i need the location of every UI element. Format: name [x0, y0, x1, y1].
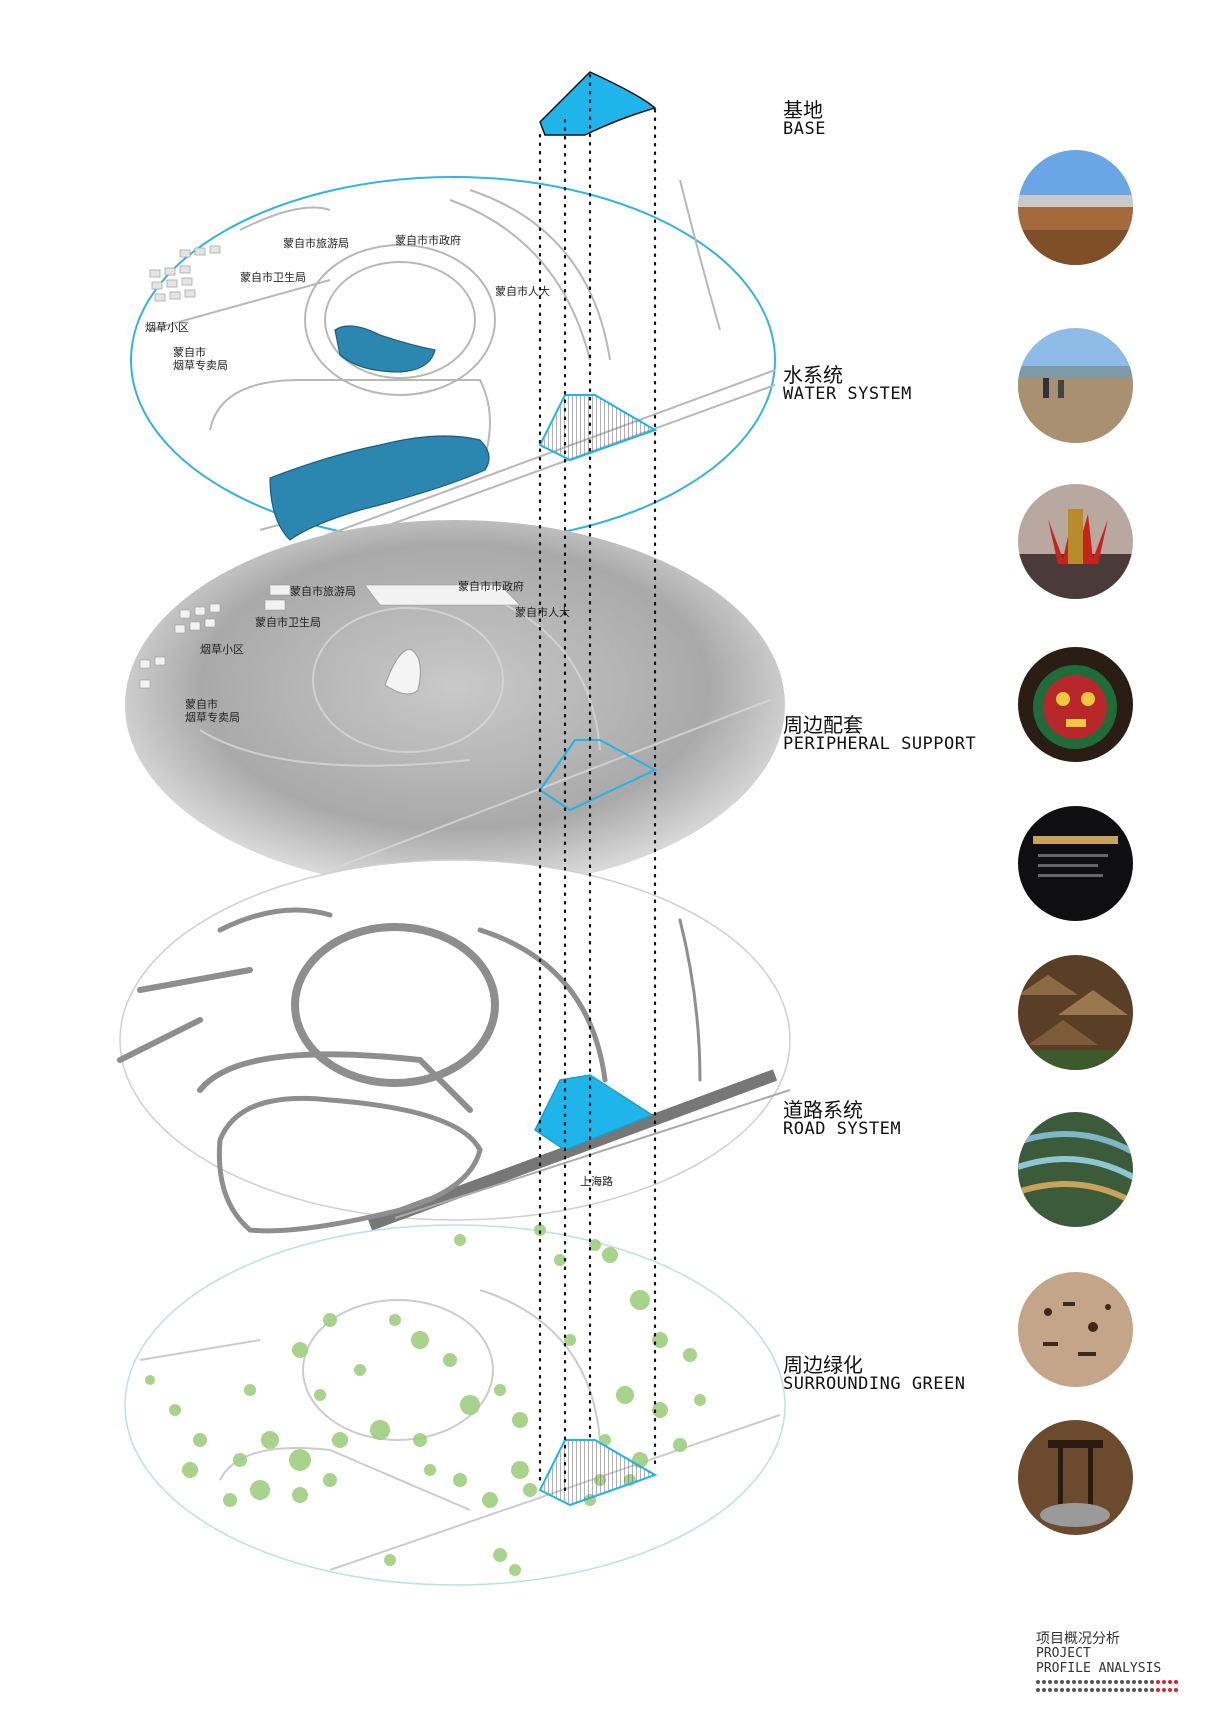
label-tourism-2: 蒙自市旅游局	[290, 584, 356, 598]
exhibit-board-photo	[1018, 806, 1133, 921]
footer: 项目概况分析 PROJECT PROFILE ANALYSIS	[1036, 1631, 1178, 1692]
label-road-system-en: ROAD SYSTEM	[783, 1119, 902, 1139]
label-peripheral-support-zh: 周边配套	[783, 713, 863, 737]
label-tourism: 蒙自市旅游局	[283, 236, 349, 250]
rock-art-photo	[1018, 1272, 1133, 1387]
label-peripheral-support: 周边配套 PERIPHERAL SUPPORT	[783, 715, 976, 754]
footer-title-en-line2: PROFILE ANALYSIS	[1036, 1660, 1162, 1676]
label-water-system-zh: 水系统	[783, 363, 843, 387]
water-system-layer: 蒙自市旅游局 蒙自市市政府 蒙自市卫生局 蒙自市人大 烟草小区 蒙自市 烟草专卖…	[130, 176, 776, 551]
building-blocks	[149, 245, 221, 302]
label-water-system-en: WATER SYSTEM	[783, 384, 912, 404]
lower-lake	[269, 435, 490, 541]
landscape-photo	[1018, 150, 1133, 265]
terraces-photo	[1018, 1112, 1133, 1227]
label-tobacco-bureau-2-line1: 蒙自市	[185, 697, 218, 711]
label-government: 蒙自市市政府	[395, 233, 461, 247]
label-road-system-zh: 道路系统	[783, 1098, 863, 1122]
label-water-system: 水系统 WATER SYSTEM	[783, 365, 912, 404]
label-base-en: BASE	[783, 119, 826, 139]
label-road-system: 道路系统 ROAD SYSTEM	[783, 1100, 901, 1139]
label-shanghai-road: 上海路	[580, 1174, 613, 1188]
footer-title-zh: 项目概况分析	[1036, 1631, 1120, 1647]
label-surrounding-green: 周边绿化 SURROUNDING GREEN	[783, 1355, 966, 1394]
monument-shape	[384, 648, 421, 695]
label-tobacco-community-2: 烟草小区	[200, 642, 244, 656]
label-base: 基地 BASE	[783, 100, 826, 139]
label-base-zh: 基地	[783, 98, 823, 122]
footer-title-en-line1: PROJECT	[1036, 1646, 1091, 1662]
label-tobacco-community: 烟草小区	[145, 320, 189, 334]
peripheral-support-layer: 蒙自市旅游局 蒙自市市政府 蒙自市卫生局 蒙自市人大 烟草小区 蒙自市 烟草专卖…	[125, 520, 785, 890]
label-tobacco-bureau-2-line2: 烟草专卖局	[185, 710, 240, 724]
label-tobacco-bureau-line1: 蒙自市	[173, 345, 206, 359]
monument-photo	[1018, 484, 1133, 599]
water-site-outline	[538, 394, 658, 462]
label-health: 蒙自市卫生局	[240, 270, 306, 284]
green-site-outline	[538, 1439, 658, 1507]
label-surrounding-green-en: SURROUNDING GREEN	[783, 1374, 966, 1394]
upper-lake	[334, 325, 436, 373]
field-photo	[1018, 328, 1133, 443]
footer-dots-row2	[1036, 1687, 1178, 1692]
footer-dots	[1036, 1679, 1178, 1684]
label-congress: 蒙自市人大	[495, 284, 550, 298]
mask-art-photo	[1018, 647, 1133, 762]
sculpture-photo	[1018, 1420, 1133, 1535]
label-health-2: 蒙自市卫生局	[255, 615, 321, 629]
village-photo	[1018, 955, 1133, 1070]
label-government-2: 蒙自市市政府	[458, 579, 524, 593]
label-congress-2: 蒙自市人大	[515, 605, 570, 619]
label-surrounding-green-zh: 周边绿化	[783, 1353, 863, 1377]
road-system-layer: 上海路	[117, 859, 791, 1234]
tree-dots	[145, 1224, 706, 1576]
label-peripheral-support-en: PERIPHERAL SUPPORT	[783, 734, 977, 754]
label-tobacco-bureau-line2: 烟草专卖局	[173, 358, 228, 372]
peripheral-site-outline	[538, 739, 658, 812]
projection-lines	[538, 73, 657, 1492]
base-layer	[539, 71, 657, 136]
base-site-shape	[539, 71, 657, 136]
road-lake-outline	[216, 1095, 483, 1234]
surrounding-green-layer	[124, 1224, 786, 1586]
